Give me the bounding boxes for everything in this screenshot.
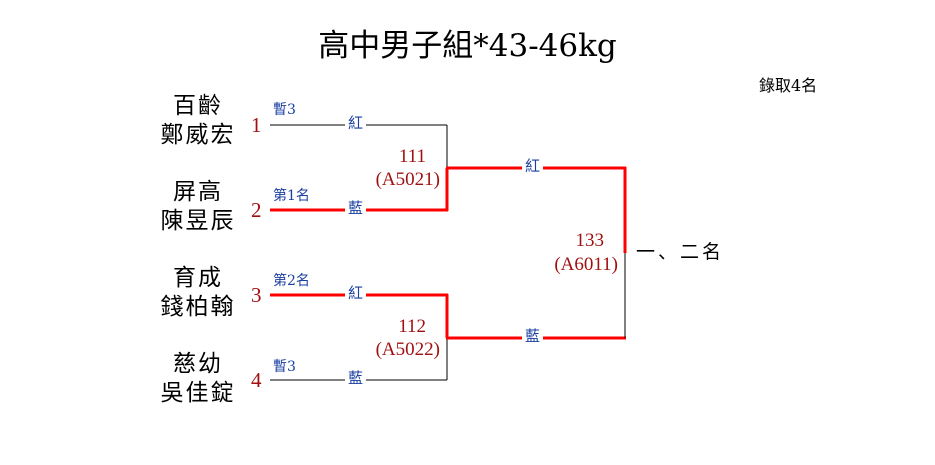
entry-4-name: 吳佳錠 bbox=[160, 380, 236, 406]
entry-4-note: 暫3 bbox=[273, 359, 296, 375]
entry-4-seed: 4 bbox=[251, 368, 262, 392]
match-111-code: (A5021) bbox=[375, 169, 440, 190]
entry-4-team: 慈幼 bbox=[173, 351, 223, 377]
match-112-number: 112 bbox=[398, 316, 426, 337]
match-112-code: (A5022) bbox=[375, 339, 440, 360]
entry-1-note: 暫3 bbox=[273, 102, 296, 118]
entry-3-name: 錢柏翰 bbox=[160, 294, 236, 320]
match-111-number: 111 bbox=[398, 146, 426, 167]
entry-3-team: 育成 bbox=[173, 265, 223, 291]
corner-blue-label: 藍 bbox=[345, 201, 367, 216]
match-133-number: 133 bbox=[575, 230, 605, 251]
entry-2-note: 第1名 bbox=[273, 188, 310, 204]
page-title: 高中男子組*43-46kg bbox=[318, 28, 617, 64]
final-result-label: 一、二名 bbox=[636, 241, 725, 263]
entry-1-seed: 1 bbox=[251, 113, 262, 137]
match-133-code: (A6011) bbox=[554, 254, 618, 275]
entry-1-team: 百齡 bbox=[173, 93, 223, 119]
corner-blue-label: 藍 bbox=[522, 329, 544, 344]
corner-red-label: 紅 bbox=[345, 286, 367, 301]
entry-3-note: 第2名 bbox=[273, 273, 310, 289]
entry-1-name: 鄭威宏 bbox=[160, 122, 236, 148]
corner-red-label: 紅 bbox=[345, 116, 367, 131]
entry-2-team: 屏高 bbox=[173, 179, 223, 205]
corner-red-label: 紅 bbox=[522, 159, 544, 174]
quota-label: 錄取4名 bbox=[759, 76, 818, 95]
entry-2-seed: 2 bbox=[251, 198, 262, 222]
entry-3-seed: 3 bbox=[251, 283, 262, 307]
corner-blue-label: 藍 bbox=[345, 371, 367, 386]
entry-2-name: 陳昱辰 bbox=[160, 208, 236, 234]
